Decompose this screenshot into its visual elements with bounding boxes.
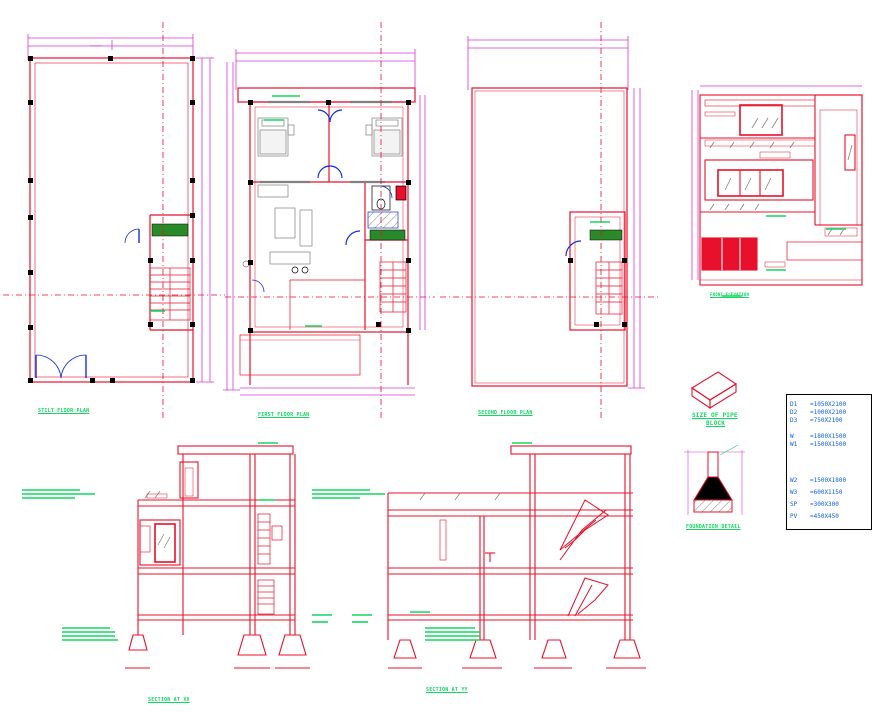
schedule-row: W3=600X1150 <box>790 489 843 496</box>
second-stair-cabin <box>569 211 626 331</box>
schedule-row: D1=1050X2100 <box>790 401 847 408</box>
schedule-row: PV=450X450 <box>790 513 839 520</box>
first-floor-plan <box>223 49 426 396</box>
first-windows <box>260 100 392 184</box>
first-columns <box>248 100 411 333</box>
foundation-detail-label: FOUNDATION DETAIL <box>686 524 741 530</box>
front-elevation-label: FRONT ELEVATION <box>710 292 750 297</box>
first-bed-right <box>365 117 403 157</box>
first-doors <box>251 109 393 293</box>
first-balcony <box>237 87 416 103</box>
stilt-floor-plan: ____ <box>27 34 214 383</box>
pipe-block-isometric <box>690 371 738 410</box>
section-yy-stair <box>559 499 609 617</box>
first-staircase <box>379 261 407 313</box>
section-xx <box>125 445 310 669</box>
first-living-furniture <box>242 184 313 274</box>
second-dimension-lines <box>467 36 645 389</box>
second-staircase <box>595 261 623 315</box>
first-dimension-lines <box>223 49 426 396</box>
section-xx-footings <box>125 634 310 669</box>
schedule-row: D2=1000X2100 <box>790 409 847 416</box>
stilt-columns <box>28 56 195 383</box>
section-yy-label: SECTION AT YY <box>426 687 468 693</box>
door-window-schedule: D1=1050X2100 D2=1000X2100 D3=750X2100 W=… <box>786 394 872 530</box>
pipe-block-label-2: BLOCK <box>706 420 726 427</box>
second-terrace-wall <box>471 87 628 387</box>
schedule-row: D3=750X2100 <box>790 417 843 424</box>
section-xx-label: SECTION AT XX <box>148 697 190 703</box>
foundation-detail <box>684 444 745 515</box>
stilt-counter <box>151 223 189 237</box>
stilt-gate <box>35 228 140 379</box>
front-elevation <box>691 85 863 286</box>
section-yy <box>387 445 646 669</box>
second-floor-plan-label: SECOND FLOOR PLAN <box>478 410 533 416</box>
axis-lines <box>3 22 660 420</box>
first-toilet <box>367 185 407 229</box>
schedule-row: W2=1500X1800 <box>790 477 847 484</box>
schedule-row: W1=1500X1500 <box>790 441 847 448</box>
stilt-outer-wall <box>29 57 194 383</box>
second-columns <box>568 258 627 327</box>
section-yy-footings <box>388 639 646 669</box>
stilt-floor-plan-label: STILT FLOOR PLAN <box>38 408 90 414</box>
first-kitchen-counter <box>369 229 406 241</box>
stilt-staircase <box>149 267 191 321</box>
first-floor-plan-label: FIRST FLOOR PLAN <box>258 412 310 418</box>
pipe-block-label: SIZE OF PIPE <box>692 412 738 419</box>
annotation-marks <box>22 95 846 641</box>
stilt-dimension-lines: ____ <box>27 34 214 383</box>
svg-text:____: ____ <box>90 40 103 46</box>
schedule-row: W=1800X1500 <box>790 433 847 440</box>
second-floor-plan <box>467 36 645 389</box>
schedule-row: SP=300X300 <box>790 501 839 508</box>
first-bed-left <box>257 117 295 157</box>
